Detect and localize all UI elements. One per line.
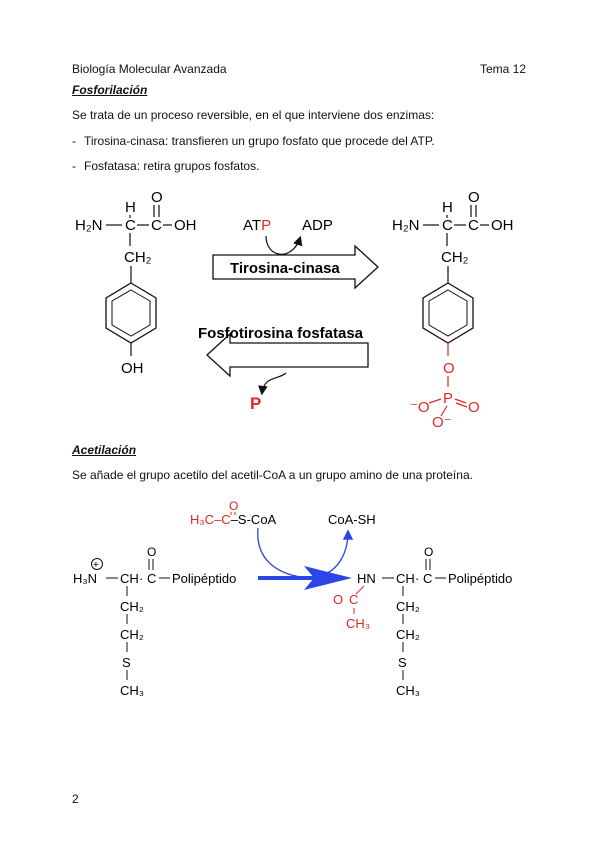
right-ch2-b: CH₂ bbox=[396, 627, 420, 642]
right-hn: HN bbox=[357, 571, 376, 586]
left-polipeptido: Polipéptido bbox=[172, 571, 236, 586]
tyr-ring-oh: OH bbox=[121, 360, 144, 377]
left-dot: · bbox=[139, 571, 143, 586]
header-right: Tema 12 bbox=[480, 62, 527, 76]
lysine-left: H₃N + CH · C O Polipéptido CH₂ CH₂ S CH₃ bbox=[73, 545, 236, 698]
phos-bullet-2: -Fosfatasa: retira grupos fosfatos. bbox=[72, 159, 259, 173]
page-number: 2 bbox=[72, 792, 79, 806]
enzyme-forward-label: Tirosina-cinasa bbox=[230, 260, 340, 277]
phosphotyrosine-molecule: H₂N C H C O OH CH₂ O P ⁻O O O⁻ bbox=[392, 189, 514, 431]
reaction-arrow-head bbox=[304, 566, 352, 590]
left-ch2-a: CH₂ bbox=[120, 599, 144, 614]
reverse-arrow bbox=[206, 332, 369, 378]
coa-sh-label: CoA-SH bbox=[328, 512, 376, 527]
left-c: C bbox=[147, 571, 156, 586]
right-acetyl-ch3: CH₃ bbox=[346, 616, 370, 631]
right-c: C bbox=[423, 571, 432, 586]
ptyr-o-double: O bbox=[468, 399, 480, 416]
ptyr-p: P bbox=[443, 390, 453, 407]
phos-bullet-1: -Tirosina-cinasa: transfieren un grupo f… bbox=[72, 134, 435, 148]
right-acetyl-o: O bbox=[333, 592, 343, 607]
ptyr-o-link: O bbox=[443, 360, 455, 377]
bullet-text: Tirosina-cinasa: transfieren un grupo fo… bbox=[84, 134, 435, 148]
tyr-c-carboxyl: C bbox=[151, 217, 162, 234]
left-plus: + bbox=[93, 560, 99, 571]
atp-label: ATP bbox=[243, 217, 271, 234]
coa-release-arrow bbox=[317, 529, 354, 577]
acetyl-coa-o: O bbox=[229, 499, 238, 513]
left-ch2-b: CH₂ bbox=[120, 627, 144, 642]
left-h3n: H₃N bbox=[73, 571, 97, 586]
left-o: O bbox=[147, 545, 156, 559]
atp-to-adp-arrow bbox=[265, 235, 303, 255]
header-left: Biología Molecular Avanzada bbox=[72, 62, 227, 76]
ptyr-o-minus: ⁻O bbox=[410, 399, 430, 416]
acet-intro: Se añade el grupo acetilo del acetil-CoA… bbox=[72, 468, 473, 482]
ptyr-o-bottom: O⁻ bbox=[432, 414, 452, 431]
phos-title: Fosforilación bbox=[72, 83, 148, 97]
acet-title: Acetilación bbox=[72, 443, 137, 457]
right-dot: · bbox=[415, 571, 419, 586]
left-s: S bbox=[122, 655, 131, 670]
tyrosine-molecule: H₂N C H C O OH CH₂ OH bbox=[75, 189, 197, 377]
tyr-ch2: CH₂ bbox=[124, 249, 152, 266]
right-polipeptido: Polipéptido bbox=[448, 571, 512, 586]
acetyl-lysine-right: HN CH · C O Polipéptido O C CH₃ CH₂ CH₂ … bbox=[333, 545, 512, 698]
phosphorylation-scheme: H₂N C H C O OH CH₂ OH ATP ADP Tirosina-c… bbox=[75, 189, 514, 431]
adp-label: ADP bbox=[302, 217, 333, 234]
right-s: S bbox=[398, 655, 407, 670]
bullet-text: Fosfatasa: retira grupos fosfatos. bbox=[84, 159, 260, 173]
tyr-c-alpha: C bbox=[125, 217, 136, 234]
ptyr-c-alpha: C bbox=[442, 217, 453, 234]
phos-intro: Se trata de un proceso reversible, en el… bbox=[72, 108, 435, 122]
ptyr-oh: OH bbox=[491, 217, 514, 234]
forward-arrow bbox=[212, 244, 379, 290]
right-ch3: CH₃ bbox=[396, 683, 420, 698]
acetylation-scheme: H₃C–C–S-CoA O CoA-SH H₃N + CH · C O Poli… bbox=[73, 499, 512, 698]
ptyr-ch2: CH₂ bbox=[441, 249, 469, 266]
ptyr-h2n: H₂N bbox=[392, 217, 420, 234]
phosphate-release-arrow bbox=[258, 372, 287, 396]
ptyr-h: H bbox=[442, 199, 453, 216]
acetyl-transfer-arrow bbox=[257, 527, 311, 579]
bullet-dash: - bbox=[72, 134, 76, 148]
ptyr-c-carboxyl: C bbox=[468, 217, 479, 234]
acetyl-coa: H₃C–C–S-CoA bbox=[190, 512, 277, 527]
enzyme-reverse-label: Fosfotirosina fosfatasa bbox=[198, 325, 364, 342]
left-ch: CH bbox=[120, 571, 139, 586]
right-ch2-a: CH₂ bbox=[396, 599, 420, 614]
plus-charge-circle bbox=[91, 558, 103, 570]
tyr-o: O bbox=[151, 189, 163, 206]
tyr-h2n: H₂N bbox=[75, 217, 103, 234]
tyr-oh: OH bbox=[174, 217, 197, 234]
ptyr-o: O bbox=[468, 189, 480, 206]
right-acetyl-c: C bbox=[349, 592, 358, 607]
right-ch: CH bbox=[396, 571, 415, 586]
tyr-h: H bbox=[125, 199, 136, 216]
released-phosphate: P bbox=[250, 394, 261, 413]
bullet-dash: - bbox=[72, 159, 76, 173]
left-ch3: CH₃ bbox=[120, 683, 144, 698]
right-o: O bbox=[424, 545, 433, 559]
